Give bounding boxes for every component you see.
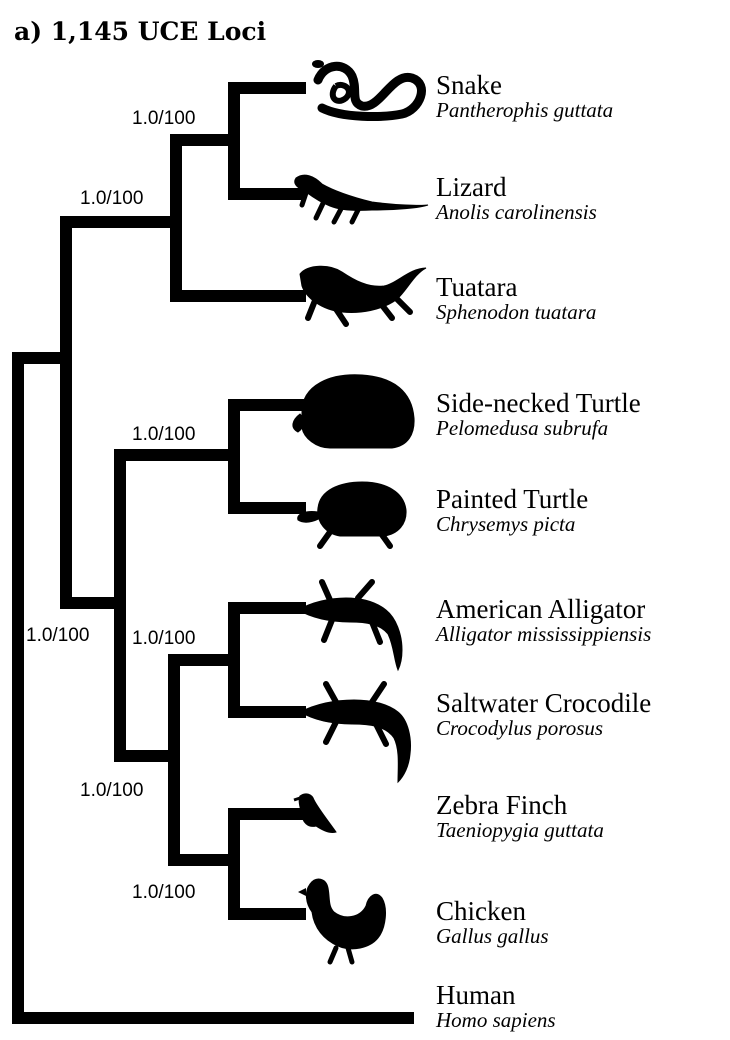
panel-title: a) 1,145 UCE Loci [14,17,266,46]
common-name: Lizard [436,172,507,202]
scientific-name: Gallus gallus [436,924,549,948]
scientific-name: Alligator mississippiensis [434,622,651,646]
support-label: 1.0/100 [26,625,89,646]
crocodile-icon [300,684,411,782]
tuatara-icon [300,266,426,324]
support-label: 1.0/100 [132,882,195,903]
support-label: 1.0/100 [132,424,195,445]
common-name: Chicken [436,896,526,926]
common-name: Saltwater Crocodile [436,688,651,718]
scientific-name: Sphenodon tuatara [436,300,596,324]
support-label: 1.0/100 [80,780,143,801]
scientific-name: Chrysemys picta [436,512,575,536]
common-name: Tuatara [436,272,518,302]
scientific-name: Crocodylus porosus [436,716,603,740]
common-name: Human [436,980,516,1010]
taxon-labels: Snake Pantherophis guttata Lizard Anolis… [434,70,651,1032]
common-name: Side-necked Turtle [436,388,641,418]
common-name: American Alligator [436,594,645,624]
support-label: 1.0/100 [132,108,195,129]
lizard-icon [295,175,428,222]
chicken-icon [298,879,385,962]
scientific-name: Anolis carolinensis [434,200,597,224]
side-necked-turtle-icon [293,375,414,448]
painted-turtle-icon [298,482,406,546]
scientific-name: Pantherophis guttata [435,98,613,122]
tree-branches [18,88,408,1018]
support-label: 1.0/100 [80,188,143,209]
scientific-name: Taeniopygia guttata [436,818,604,842]
alligator-icon [298,582,402,670]
common-name: Snake [436,70,502,100]
common-name: Painted Turtle [436,484,588,514]
scientific-name: Pelomedusa subrufa [435,416,608,440]
scientific-name: Homo sapiens [435,1008,556,1032]
common-name: Zebra Finch [436,790,568,820]
support-label: 1.0/100 [132,628,195,649]
snake-icon [312,60,421,116]
